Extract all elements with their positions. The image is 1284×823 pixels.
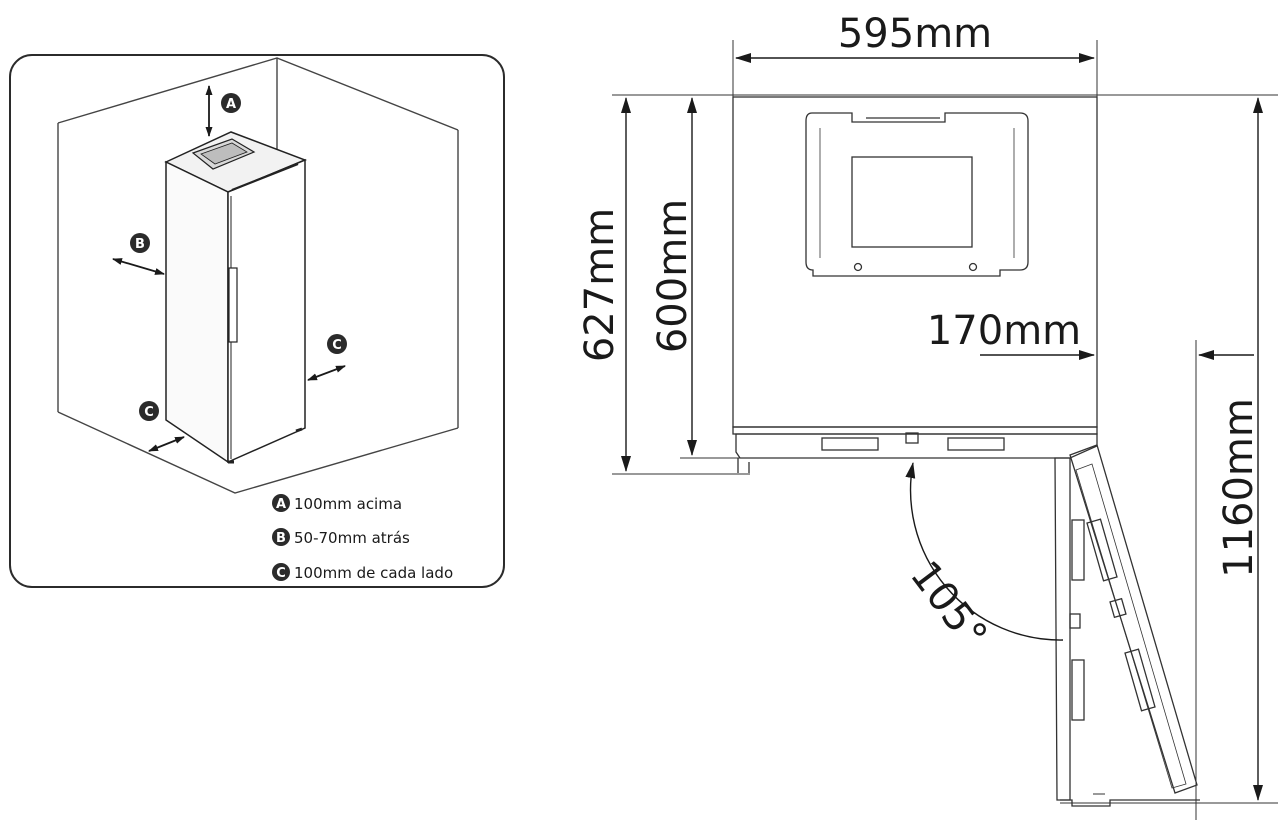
svg-text:A: A [226, 97, 236, 112]
dim-depth-body-label: 600mm [650, 199, 696, 353]
svg-text:A: A [276, 497, 286, 512]
marker-c-right: C [327, 334, 347, 354]
door-angle-arc [905, 462, 1064, 641]
svg-text:C: C [332, 338, 342, 353]
svg-text:B: B [135, 237, 145, 252]
svg-text:100mm de cada lado: 100mm de cada lado [294, 564, 453, 582]
refrigerator-illustration [164, 131, 308, 464]
marker-a: A [221, 93, 241, 113]
arrow-side-right [307, 365, 346, 381]
dim-open-depth-label: 1160mm [1216, 398, 1262, 578]
svg-text:C: C [144, 405, 154, 420]
clearance-legend: A 100mm acima B 50-70mm atrás C 100mm de… [272, 494, 453, 582]
plan-drawing: 595mm 627mm 600mm 170mm 1160mm 105° [577, 11, 1278, 820]
arrow-back [112, 258, 165, 275]
dimension-lines [621, 53, 1263, 801]
dim-width-label: 595mm [838, 11, 992, 57]
arrow-side-left [148, 436, 185, 452]
dim-offset-label: 170mm [927, 308, 1081, 354]
svg-text:B: B [276, 531, 286, 546]
open-door [1054, 444, 1200, 807]
clearance-arrows [112, 85, 346, 452]
marker-b: B [130, 233, 150, 253]
cabinet-top-view [732, 96, 1098, 428]
marker-c-left: C [139, 401, 159, 421]
panel-frame [9, 54, 505, 588]
svg-text:C: C [276, 566, 286, 581]
door-front-strip [732, 426, 1098, 473]
door-angle-label: 105° [901, 553, 996, 658]
legend-item-b: B 50-70mm atrás [272, 528, 410, 547]
extension-lines [612, 40, 1278, 820]
dim-depth-total-label: 627mm [577, 208, 623, 362]
legend-item-a: A 100mm acima [272, 494, 402, 513]
svg-text:50-70mm atrás: 50-70mm atrás [294, 529, 410, 547]
svg-text:100mm acima: 100mm acima [294, 495, 402, 513]
legend-item-c: C 100mm de cada lado [272, 563, 453, 582]
clearance-panel: A B C C A 100mm acima B 50-70mm atrás [9, 54, 505, 588]
